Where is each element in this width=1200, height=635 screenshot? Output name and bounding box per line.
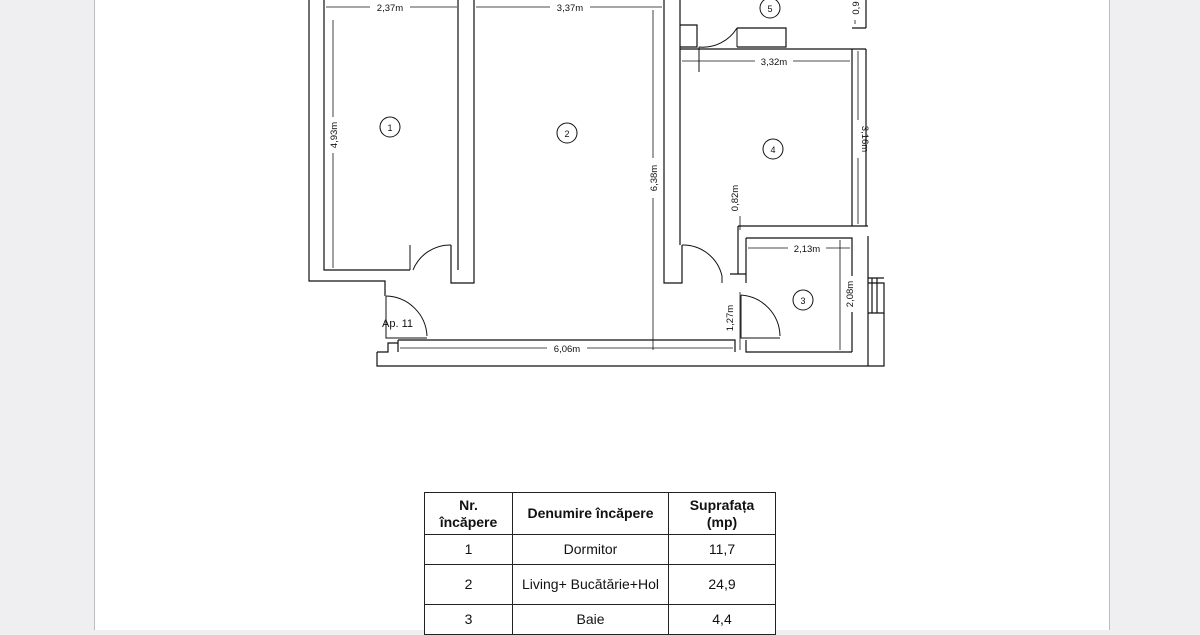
cell-room-name: Baie xyxy=(512,604,669,635)
dim-height-room-4: 3,16m xyxy=(859,126,870,152)
door-swing-entrance xyxy=(385,295,428,337)
wall-inner-left xyxy=(323,0,410,271)
apartment-label: Ap. 11 xyxy=(382,318,413,330)
dim-height-room-3: 2,08m xyxy=(845,281,856,307)
rooms-table: Nr. încăpere Denumire încăpere Suprafața… xyxy=(424,492,776,635)
dim-width-living: 6,06m xyxy=(554,344,580,355)
door-swing-room-1 xyxy=(412,244,452,271)
room-marker-2 xyxy=(556,122,578,144)
cell-room-area: 4,4 xyxy=(668,604,776,635)
cell-room-name: Dormitor xyxy=(512,534,669,565)
room-markers xyxy=(379,0,814,311)
dim-width-room-4: 3,32m xyxy=(761,57,787,68)
door-swing-room-4 xyxy=(681,244,723,277)
room-number-4: 4 xyxy=(770,145,775,155)
room-numbers: 1 2 3 4 5 xyxy=(387,4,805,306)
table-row: 2 Living+ Bucătărie+Hol 24,9 xyxy=(424,564,776,605)
door-swing-room-5 xyxy=(698,27,738,48)
wall-outer-left xyxy=(308,0,386,296)
dim-height-hall: 1,27m xyxy=(725,305,736,331)
dim-height-hall-gap: 0,82m xyxy=(730,185,741,211)
cell-room-area: 24,9 xyxy=(668,564,776,605)
cell-room-area: 11,7 xyxy=(668,534,776,565)
dim-height-room-2: 6,38m xyxy=(649,165,660,191)
doors xyxy=(385,27,781,339)
table-row: 3 Baie 4,4 xyxy=(424,604,776,635)
walls xyxy=(308,0,885,367)
dim-width-room-1: 2,37m xyxy=(377,3,403,14)
cell-room-name: Living+ Bucătărie+Hol xyxy=(512,564,669,605)
room-marker-4 xyxy=(762,138,784,160)
dim-height-room-1: 4,93m xyxy=(329,122,340,148)
dim-height-room-5: 0,9 xyxy=(851,1,862,14)
room-number-5: 5 xyxy=(767,4,772,14)
dim-width-room-3: 2,13m xyxy=(794,244,820,255)
room-marker-1 xyxy=(379,116,401,138)
header-room-area: Suprafața (mp) xyxy=(668,492,776,535)
cell-room-number: 1 xyxy=(424,534,513,565)
door-swing-room-3 xyxy=(740,294,781,337)
header-room-name: Denumire încăpere xyxy=(512,492,669,535)
dimension-labels: 2,37m 3,37m 3,32m 2,13m 6,06m 4,93m 6,38… xyxy=(328,0,870,355)
room-number-1: 1 xyxy=(387,123,392,133)
room-marker-5 xyxy=(759,0,781,19)
room-number-3: 3 xyxy=(800,296,805,306)
dim-width-room-2: 3,37m xyxy=(557,3,583,14)
room-number-2: 2 xyxy=(564,129,569,139)
table-header-row: Nr. încăpere Denumire încăpere Suprafața… xyxy=(424,492,776,535)
header-room-number: Nr. încăpere xyxy=(424,492,513,535)
cell-room-number: 3 xyxy=(424,604,513,635)
table-row: 1 Dormitor 11,7 xyxy=(424,534,776,565)
cell-room-number: 2 xyxy=(424,564,513,605)
room-marker-3 xyxy=(792,289,814,311)
